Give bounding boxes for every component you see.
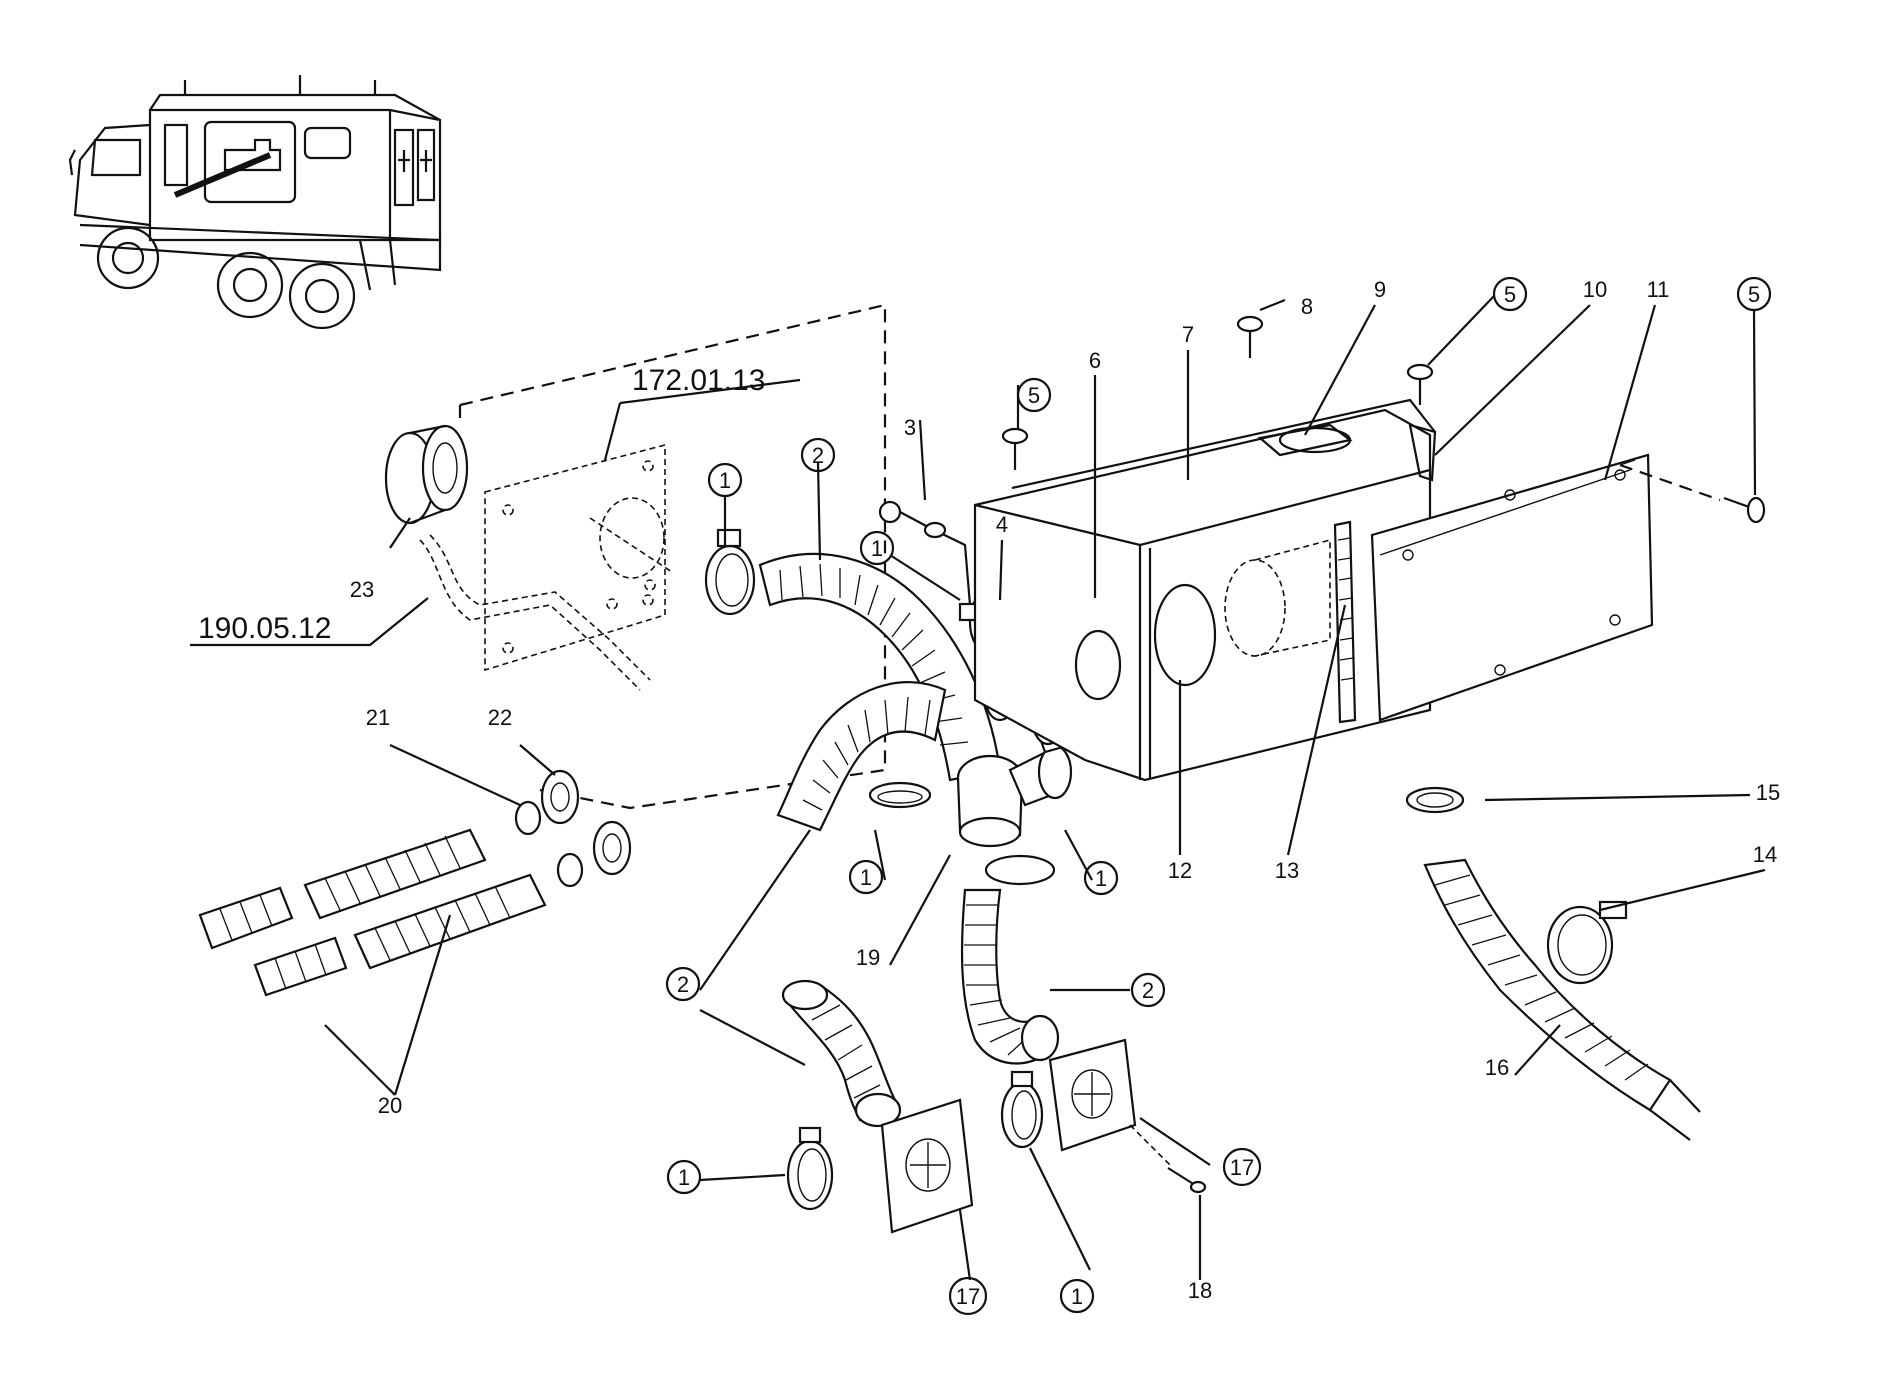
screw-5-top [1001,427,1029,470]
callout-11: 11 [1647,277,1670,302]
callout-12: 12 [1168,858,1192,883]
callout-18: 18 [1188,1278,1212,1303]
clamp-1-left [868,781,932,809]
reference-line-172 [603,378,801,461]
reference-code-190: 190.05.12 [198,612,331,645]
strip-13 [1333,520,1357,724]
callout-1-f: 1 [1059,1278,1095,1314]
callout-4: 4 [996,512,1008,537]
callout-5-c: 5 [1736,276,1772,312]
svg-text:2: 2 [812,443,824,468]
svg-text:5: 5 [1748,282,1760,307]
vehicle-illustration [68,75,442,330]
hose-16 [1423,858,1701,1141]
callout-6: 6 [1089,348,1101,373]
callout-23: 23 [350,577,374,602]
callout-14: 14 [1753,842,1777,867]
clamp-1-junction [984,854,1056,886]
clamp-1-bottom-mid [1000,1070,1044,1149]
leader-lines [324,295,1766,1281]
cable-190 [419,534,651,691]
sleeve-20-set [198,828,547,997]
screw-18 [1129,1124,1207,1194]
callout-1-c: 1 [848,859,884,895]
heater-box [973,398,1437,782]
hose-2-vertical [960,888,1060,1065]
callout-22: 22 [488,705,512,730]
connector-3 [878,500,972,606]
callout-3: 3 [904,415,916,440]
callout-1-e: 1 [666,1159,702,1195]
callout-17-a: 17 [948,1276,988,1316]
callout-1-b: 1 [859,530,895,566]
reference-line-190 [190,597,429,647]
callout-16: 16 [1485,1055,1509,1080]
svg-text:1: 1 [860,865,872,890]
clamp-1-upper [704,528,756,616]
svg-text:1: 1 [1095,866,1107,891]
svg-text:17: 17 [956,1284,980,1309]
callout-15: 15 [1756,780,1780,805]
callout-2-a: 2 [800,437,836,473]
callout-2-c: 2 [1130,972,1166,1008]
reference-code-172: 172.01.13 [632,364,765,397]
callout-20: 20 [378,1093,402,1118]
hose-2-upper [758,552,1002,782]
cover-panel-11 [1370,453,1654,722]
mounting-panel-outline [458,303,887,810]
callout-1-d: 1 [1083,860,1119,896]
screw-5-right [1619,463,1766,524]
clamp-14 [1546,900,1628,985]
ring-21 [514,800,584,888]
clamp-1-bottom-left [786,1126,834,1211]
callout-5-b: 5 [1492,276,1528,312]
grille-17-right [1048,1038,1137,1152]
grille-17-left [880,1098,974,1234]
callout-13: 13 [1275,858,1299,883]
screw-8 [1236,315,1264,358]
svg-text:5: 5 [1504,282,1516,307]
end-cap-23 [384,424,469,525]
callout-21: 21 [366,705,390,730]
reference-plate [484,443,673,672]
washer-22 [540,769,632,876]
callout-7: 7 [1182,322,1194,347]
callout-1-a: 1 [707,462,743,498]
callout-19: 19 [856,945,880,970]
svg-text:17: 17 [1230,1155,1254,1180]
callout-10: 10 [1583,277,1607,302]
ring-15 [1405,786,1465,814]
svg-text:2: 2 [677,972,689,997]
hose-2-elbow [781,979,902,1128]
svg-text:1: 1 [678,1165,690,1190]
callout-5-a: 5 [1016,377,1052,413]
svg-text:1: 1 [871,536,883,561]
callout-17-b: 17 [1222,1147,1262,1187]
screw-5-mid [1406,363,1434,405]
callout-9: 9 [1374,277,1386,302]
hose-2-lower [776,681,947,832]
callout-8: 8 [1301,294,1313,319]
svg-text:2: 2 [1142,978,1154,1003]
svg-text:1: 1 [1071,1284,1083,1309]
svg-text:5: 5 [1028,383,1040,408]
callout-2-b: 2 [665,966,701,1002]
svg-text:1: 1 [719,468,731,493]
